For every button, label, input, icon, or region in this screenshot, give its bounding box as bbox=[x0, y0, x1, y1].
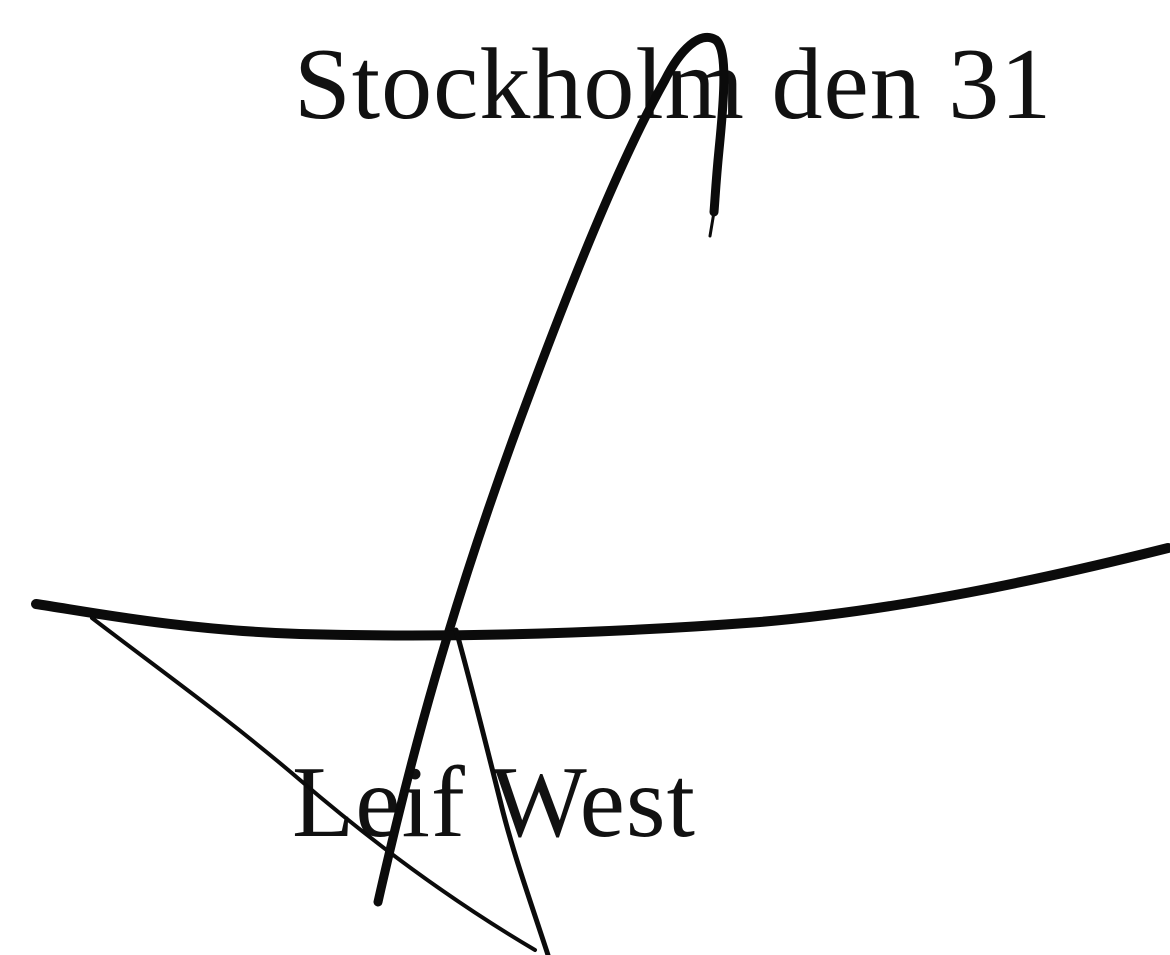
signature-loop-tail bbox=[708, 210, 716, 238]
signer-name: Leif West bbox=[292, 746, 696, 859]
signature-underline-stroke bbox=[31, 543, 1170, 641]
place-date-line: Stockholm den 31 bbox=[294, 28, 1053, 141]
